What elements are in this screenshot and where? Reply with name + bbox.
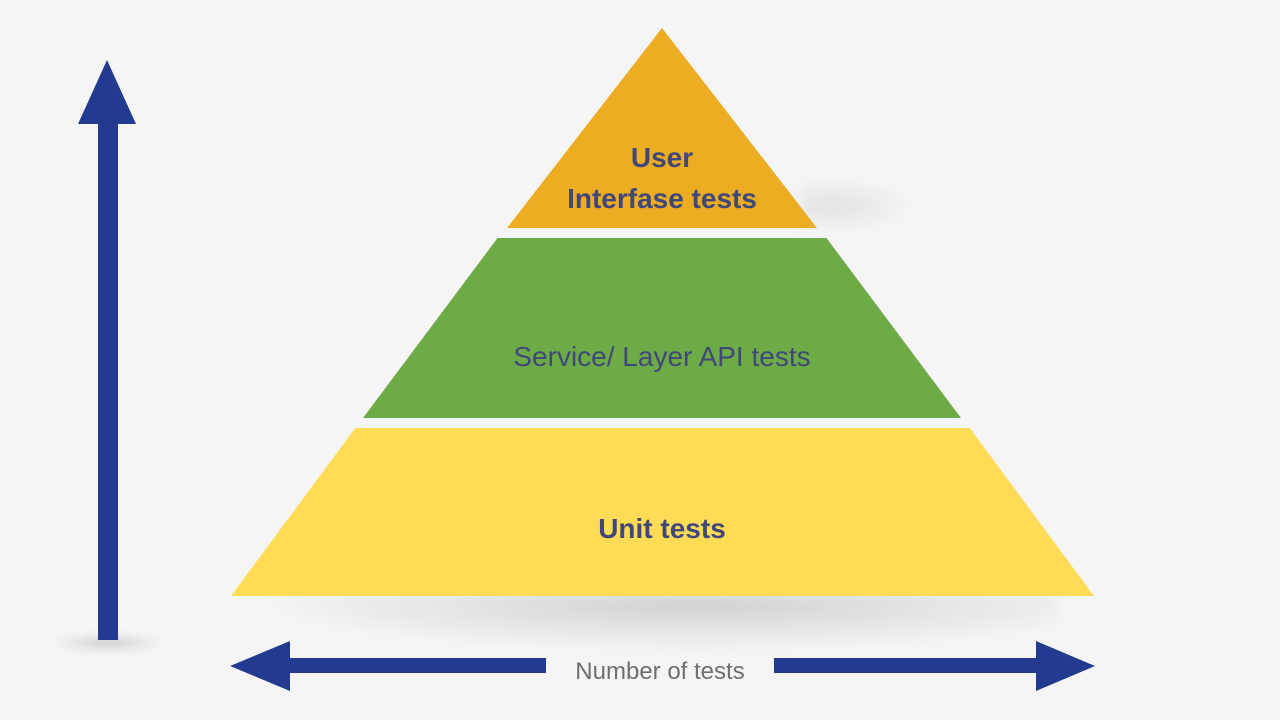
service-layer-label: Service/ Layer API tests bbox=[513, 341, 811, 372]
up-arrow-icon bbox=[78, 60, 136, 124]
ui-layer-label-line2: Interfase tests bbox=[567, 183, 757, 214]
unit-layer-label: Unit tests bbox=[598, 513, 726, 544]
y-axis-line bbox=[98, 120, 118, 640]
x-axis-label: Number of tests bbox=[575, 658, 745, 685]
ui-layer-label: User Interfase tests bbox=[362, 137, 962, 219]
pyramid-base-shadow bbox=[250, 592, 1060, 650]
right-arrow-icon bbox=[1036, 641, 1095, 691]
x-axis-line-right bbox=[774, 658, 1038, 673]
pyramid-layer-unit-tests bbox=[231, 428, 1094, 596]
x-axis-line-left bbox=[288, 658, 546, 673]
left-arrow-icon bbox=[230, 641, 290, 691]
ui-layer-label-line1: User bbox=[630, 142, 694, 173]
pyramid-layer-service-tests bbox=[363, 238, 961, 418]
